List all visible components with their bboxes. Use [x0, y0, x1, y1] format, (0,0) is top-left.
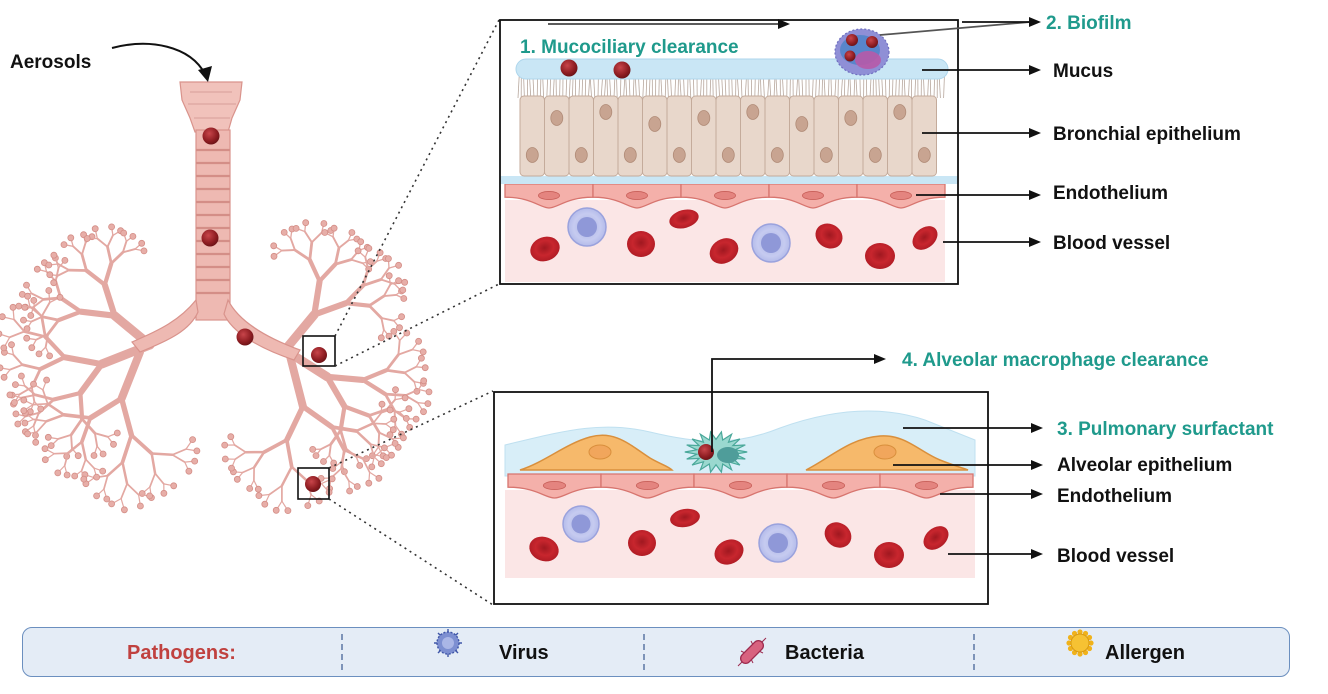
- alveolar-epithelium-label: Alveolar epithelium: [1057, 455, 1233, 476]
- blood-cells-top: [530, 207, 938, 269]
- trachea: [195, 129, 231, 321]
- lung-illustration: [0, 81, 433, 515]
- legend-title: Pathogens:: [127, 642, 236, 664]
- blood-vessel-bottom-label: Blood vessel: [1057, 546, 1175, 567]
- aerosols-arrowhead: [198, 66, 212, 82]
- biofilm-label: 2. Biofilm: [1046, 13, 1132, 34]
- zoom-connectors: [328, 19, 500, 606]
- zoom-box-bronchiole: [302, 335, 336, 367]
- blood-cells-bottom: [529, 505, 949, 568]
- pathogen-particle: [613, 61, 631, 79]
- pulmonary-surfactant-label: 3. Pulmonary surfactant: [1057, 419, 1274, 440]
- legend-virus-label: Virus: [499, 642, 549, 664]
- zoom-box-alveolus: [297, 467, 330, 500]
- mucociliary-clearance-label: 1. Mucociliary clearance: [520, 37, 739, 58]
- bronchial-epithelium-label: Bronchial epithelium: [1053, 124, 1241, 145]
- macrophage-clearance-label: 4. Alveolar macrophage clearance: [902, 350, 1209, 371]
- alveolar-macrophage: [684, 430, 748, 474]
- cilia: [517, 75, 945, 99]
- alveolus-panel-frame: [493, 391, 989, 605]
- pathogens-legend: Pathogens: Virus Bacteria Allergen: [22, 627, 1290, 677]
- blood-vessel-top-label: Blood vessel: [1053, 233, 1171, 254]
- virus-icon: [434, 629, 462, 657]
- pathogen-particle: [201, 229, 219, 247]
- pathogen-particle: [560, 59, 578, 77]
- allergen-icon: [1066, 629, 1094, 657]
- top-panel-arrows: [548, 17, 1041, 247]
- legend-bacteria-label: Bacteria: [785, 642, 864, 664]
- pathogen-particle: [305, 476, 321, 492]
- legend-divider: [643, 634, 645, 670]
- bacteria-icon: [737, 637, 767, 667]
- aerosols-label: Aerosols: [10, 52, 92, 73]
- legend-divider: [341, 634, 343, 670]
- legend-divider: [973, 634, 975, 670]
- pathogen-particle: [202, 127, 220, 145]
- endothelium-layer: [504, 183, 946, 209]
- biofilm-cluster: [834, 28, 890, 76]
- bronchial-epithelium-cells: [519, 95, 937, 177]
- aerosols-arrow: [111, 42, 206, 75]
- legend-allergen-label: Allergen: [1105, 642, 1186, 664]
- endothelium-layer: [507, 473, 974, 499]
- larynx: [179, 81, 243, 133]
- bronchiole-panel-frame: [499, 19, 959, 285]
- main-bronchus-left: [131, 298, 199, 353]
- mucus-label: Mucus: [1053, 61, 1114, 82]
- endothelium-bottom-label: Endothelium: [1057, 486, 1173, 507]
- endothelium-top-label: Endothelium: [1053, 183, 1169, 204]
- alveolus-panel: [494, 392, 988, 604]
- main-bronchus-right: [223, 298, 301, 361]
- bronchial-tree: [0, 219, 433, 515]
- bottom-panel-arrows: [711, 354, 1043, 559]
- pathogen-particle: [236, 328, 254, 346]
- pathogen-particle: [311, 347, 327, 363]
- trachea-rings: [196, 148, 230, 295]
- bronchiole-panel: [500, 20, 958, 284]
